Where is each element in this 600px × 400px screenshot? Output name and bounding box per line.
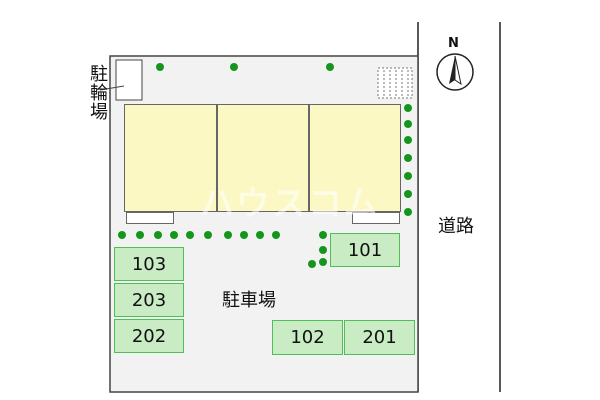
tree-dot-icon [186, 231, 194, 239]
parking-slot-201: 201 [344, 320, 415, 355]
north-label: N [448, 36, 459, 51]
parking-slot-102: 102 [272, 320, 343, 355]
tree-dot-icon [404, 190, 412, 198]
tree-dot-icon [404, 154, 412, 162]
tree-dot-icon [319, 258, 327, 266]
tree-dot-icon [136, 231, 144, 239]
tree-dot-icon [204, 231, 212, 239]
tree-dot-icon [240, 231, 248, 239]
tree-dot-icon [256, 231, 264, 239]
tree-dot-icon [170, 231, 178, 239]
parking-slot-203: 203 [114, 283, 184, 317]
north-arrow-icon [436, 53, 474, 91]
tree-dot-icon [272, 231, 280, 239]
tree-dot-icon [308, 260, 316, 268]
tree-dot-icon [319, 246, 327, 254]
tree-dot-icon [224, 231, 232, 239]
tree-dot-icon [154, 231, 162, 239]
bicycle-shed [115, 59, 143, 101]
road-label: 道路 [438, 216, 474, 237]
tree-dot-icon [404, 136, 412, 144]
tree-group [118, 63, 412, 268]
tree-dot-icon [230, 63, 238, 71]
tree-dot-icon [404, 104, 412, 112]
parking-label: 駐車場 [222, 290, 276, 311]
tree-dot-icon [118, 231, 126, 239]
hatched-area-icon [377, 67, 413, 99]
tree-dot-icon [404, 120, 412, 128]
bicycle-label-leader [99, 85, 125, 91]
building-unit-3 [309, 104, 401, 212]
parking-slot-101: 101 [330, 233, 400, 267]
building-unit-2 [217, 104, 309, 212]
parking-slot-103: 103 [114, 247, 184, 281]
balcony-2 [352, 212, 400, 224]
parking-slot-202: 202 [114, 319, 184, 353]
tree-dot-icon [326, 63, 334, 71]
watermark-text: ハウスコム [200, 184, 380, 224]
tree-dot-icon [319, 231, 327, 239]
balcony-1 [126, 212, 174, 224]
building-unit-1 [124, 104, 217, 212]
tree-dot-icon [404, 208, 412, 216]
tree-dot-icon [156, 63, 164, 71]
tree-dot-icon [404, 172, 412, 180]
bicycle-parking-label: 駐輪場 [87, 64, 108, 121]
